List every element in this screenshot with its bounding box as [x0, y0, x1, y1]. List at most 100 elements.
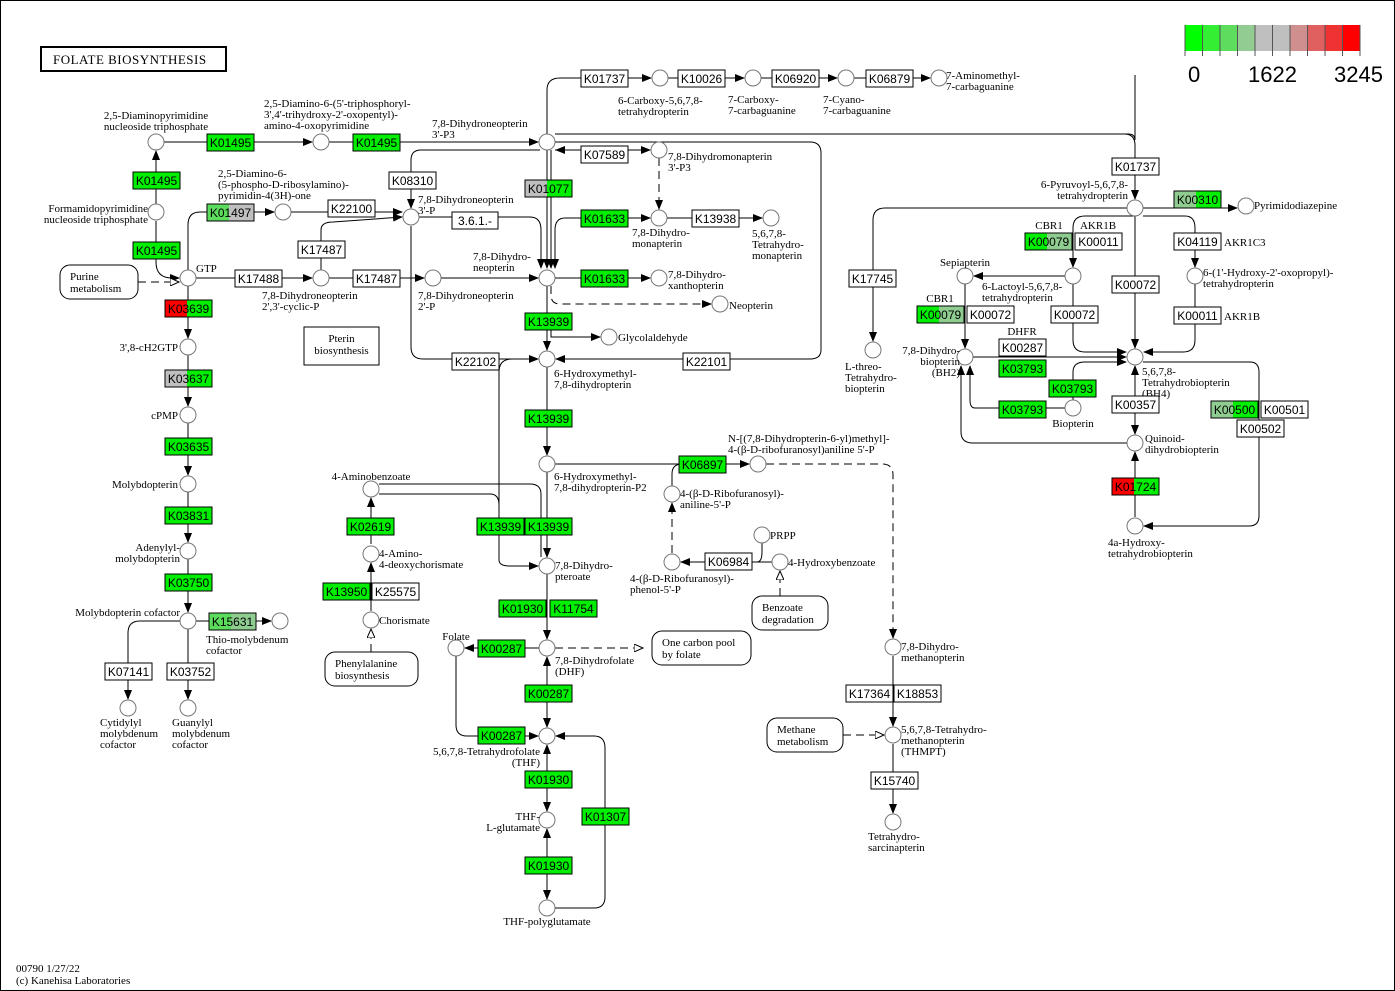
compound-node[interactable]: Quinoid-dihydrobiopterin [1126, 433, 1219, 456]
compound-circle[interactable] [956, 348, 974, 366]
enzyme-box[interactable]: K00287 [524, 684, 573, 703]
compound-node[interactable]: L-threo-Tetrahydro-biopterin [845, 341, 897, 395]
compound-circle[interactable] [538, 455, 556, 473]
compound-circle[interactable] [600, 328, 618, 346]
enzyme-box[interactable]: K01495 [132, 171, 181, 190]
compound-circle[interactable] [147, 203, 165, 221]
compound-node[interactable]: Chorismate [362, 611, 430, 629]
compound-circle[interactable] [930, 69, 948, 87]
compound-node[interactable]: cPMP [151, 406, 197, 424]
enzyme-box[interactable]: K01633 [580, 269, 629, 288]
compound-circle[interactable] [538, 557, 556, 575]
enzyme-box[interactable]: K18853 [893, 684, 942, 703]
compound-node[interactable]: 7,8-Dihydro-methanopterin [884, 638, 965, 664]
compound-circle[interactable] [864, 341, 882, 359]
compound-node[interactable]: 7-Cyano-7-carbaguanine [823, 69, 891, 117]
enzyme-box[interactable]: K13939 [524, 517, 573, 536]
enzyme-box[interactable]: K06984 [704, 552, 753, 571]
compound-node[interactable]: 5,6,7,8-Tetrahydro-monapterin [752, 209, 804, 262]
enzyme-box[interactable]: K03639 [164, 299, 213, 318]
compound-node[interactable]: 7,8-Dihydro-biopterin(BH2) [902, 345, 974, 379]
enzyme-box[interactable]: K13939 [524, 312, 573, 331]
enzyme-box[interactable]: K06920 [771, 69, 820, 88]
enzyme-box[interactable]: K00072 [966, 305, 1015, 324]
enzyme-box[interactable]: K03637 [164, 369, 213, 388]
enzyme-box[interactable]: K01077 [524, 179, 573, 198]
compound-circle[interactable] [711, 295, 729, 313]
enzyme-box[interactable]: K01495 [352, 133, 401, 152]
enzyme-box[interactable]: K17487 [352, 269, 401, 288]
map-link-box[interactable] [651, 630, 752, 666]
enzyme-box[interactable]: K00502 [1236, 419, 1285, 438]
compound-circle[interactable] [1064, 399, 1082, 417]
compound-circle[interactable] [119, 699, 137, 717]
enzyme-box[interactable]: K03635 [164, 437, 213, 456]
compound-circle[interactable] [362, 545, 380, 563]
compound-circle[interactable] [1237, 197, 1255, 215]
enzyme-box[interactable]: K02619 [346, 517, 395, 536]
compound-circle[interactable] [271, 612, 289, 630]
compound-node[interactable]: 4-Aminobenzoate [332, 471, 411, 498]
enzyme-box[interactable]: K00079 [916, 305, 965, 324]
compound-node[interactable]: Molybdopterin [112, 475, 197, 493]
compound-node[interactable]: 7,8-Dihydrofolate(DHF) [538, 639, 634, 678]
compound-node[interactable]: 2,5-Diamino-6-(5-phospho-D-ribosylamino)… [218, 168, 349, 221]
compound-circle[interactable] [312, 269, 330, 287]
compound-circle[interactable] [402, 208, 420, 226]
enzyme-box[interactable]: K22102 [451, 352, 500, 371]
enzyme-box[interactable]: K03750 [164, 573, 213, 592]
compound-circle[interactable] [1126, 199, 1144, 217]
compound-node[interactable]: 5,6,7,8-Tetrahydrobiopterin(BH4) [1126, 348, 1230, 400]
enzyme-box[interactable]: K15740 [870, 771, 919, 790]
enzyme-box[interactable]: K00287 [477, 639, 526, 658]
enzyme-box[interactable]: K22101 [682, 352, 731, 371]
enzyme-box[interactable]: K00500 [1210, 400, 1259, 419]
enzyme-box[interactable]: K00072 [1050, 305, 1099, 324]
compound-circle[interactable] [650, 209, 668, 227]
enzyme-box[interactable]: K03793 [998, 400, 1047, 419]
compound-node[interactable]: 6-(1'-Hydroxy-2'-oxopropyl)-tetrahydropt… [1186, 267, 1334, 290]
enzyme-box[interactable]: K13950 [322, 582, 371, 601]
compound-node[interactable]: 7,8-Dihydro-neopterin [473, 251, 556, 287]
compound-circle[interactable] [538, 269, 556, 287]
compound-circle[interactable] [884, 638, 902, 656]
compound-circle[interactable] [837, 69, 855, 87]
compound-node[interactable]: 7,8-Dihydro-monapterin [632, 209, 690, 250]
compound-circle[interactable] [179, 475, 197, 493]
map-link-box[interactable] [766, 717, 844, 753]
enzyme-box[interactable]: K06879 [865, 69, 914, 88]
enzyme-box[interactable]: K07589 [580, 145, 629, 164]
compound-circle[interactable] [424, 269, 442, 287]
compound-node[interactable]: 4-(β-D-Ribofuranosyl)-phenol-5'-P [630, 553, 734, 596]
enzyme-box[interactable]: K01497 [206, 203, 255, 222]
compound-circle[interactable] [651, 69, 669, 87]
compound-node[interactable]: Folate [442, 631, 470, 657]
enzyme-box[interactable]: K00079 [1024, 232, 1073, 251]
compound-node[interactable]: 7,8-Dihydro-pteroate [538, 557, 613, 583]
compound-node[interactable]: 6-Hydroxymethyl-7,8-dihydropterin-P2 [538, 455, 647, 494]
compound-circle[interactable] [538, 899, 556, 917]
compound-node[interactable]: 6-Hydroxymethyl-7,8-dihydropterin [538, 350, 637, 391]
map-link-box[interactable] [324, 651, 419, 687]
compound-node[interactable]: 7,8-Dihydro-xanthopterin [650, 269, 726, 292]
compound-circle[interactable] [663, 485, 681, 503]
compound-circle[interactable] [1064, 267, 1082, 285]
enzyme-box[interactable]: K00287 [998, 338, 1047, 357]
enzyme-box[interactable]: K10026 [677, 69, 726, 88]
compound-node[interactable]: 2,5-Diamino-6-(5'-triphosphoryl-3',4'-tr… [264, 98, 411, 151]
enzyme-box[interactable]: K01737 [1111, 157, 1160, 176]
compound-circle[interactable] [362, 611, 380, 629]
compound-node[interactable]: 3',8-cH2GTP [119, 338, 197, 356]
enzyme-box[interactable]: K17487 [297, 240, 346, 259]
enzyme-box[interactable]: K01495 [206, 133, 255, 152]
enzyme-box[interactable]: K13939 [524, 409, 573, 428]
enzyme-box[interactable]: K01495 [132, 241, 181, 260]
enzyme-box[interactable]: K00072 [1111, 275, 1160, 294]
compound-circle[interactable] [538, 727, 556, 745]
